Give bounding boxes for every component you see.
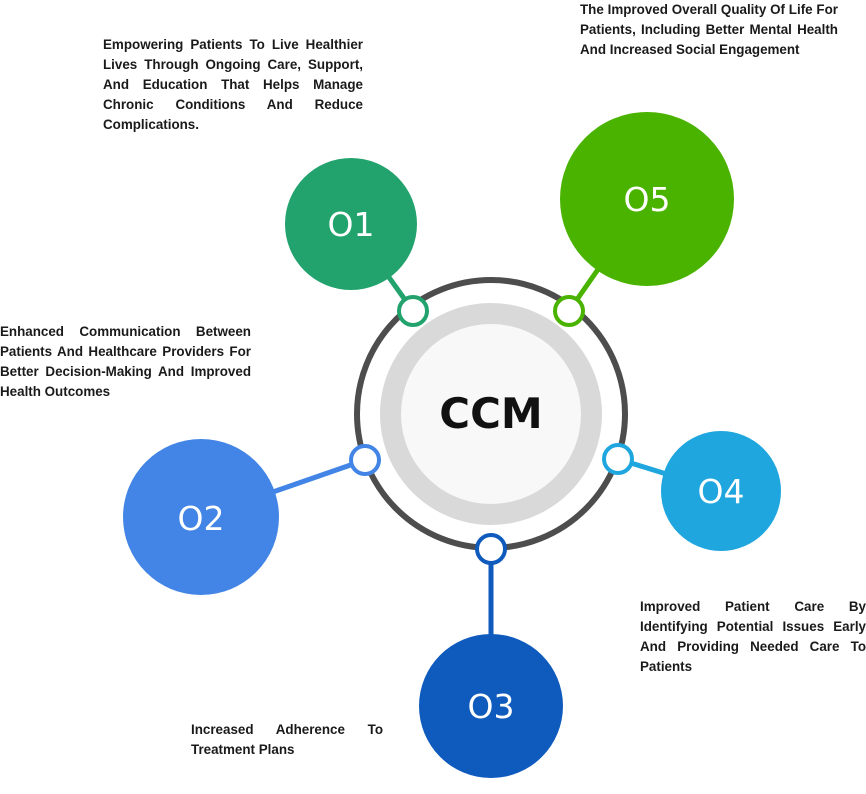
description-03: Increased Adherence To Treatment Plans	[191, 722, 383, 757]
ring-node-05	[553, 295, 585, 327]
node-number-01: O1	[328, 205, 375, 244]
center-label: CCM	[439, 389, 542, 438]
node-circle-02	[123, 439, 279, 595]
node-circle-04	[661, 431, 781, 551]
ring-node-03	[475, 533, 507, 565]
node-number-02: O2	[178, 499, 225, 538]
node-circle-03	[419, 634, 563, 778]
description-01: Empowering Patients To Live Healthier Li…	[103, 37, 363, 132]
node-03: O3	[419, 634, 563, 778]
ring-node-01	[397, 295, 429, 327]
node-02: O2	[123, 439, 279, 595]
node-circle-01	[285, 158, 417, 290]
description-02: Enhanced Communication Between Patients …	[0, 324, 251, 399]
node-circle-05	[560, 112, 734, 286]
node-01: O1	[285, 158, 417, 290]
node-number-05: O5	[624, 180, 671, 219]
node-04: O4	[661, 431, 781, 551]
node-number-03: O3	[468, 687, 515, 726]
ring-node-02	[349, 444, 381, 476]
description-04: Improved Patient Care By Identifying Pot…	[640, 599, 866, 674]
node-number-04: O4	[698, 472, 745, 511]
ring-node-04	[602, 443, 634, 475]
inner-disc	[401, 324, 581, 504]
description-05: The Improved Overall Quality Of Life For…	[580, 2, 838, 57]
node-05: O5	[560, 112, 734, 286]
